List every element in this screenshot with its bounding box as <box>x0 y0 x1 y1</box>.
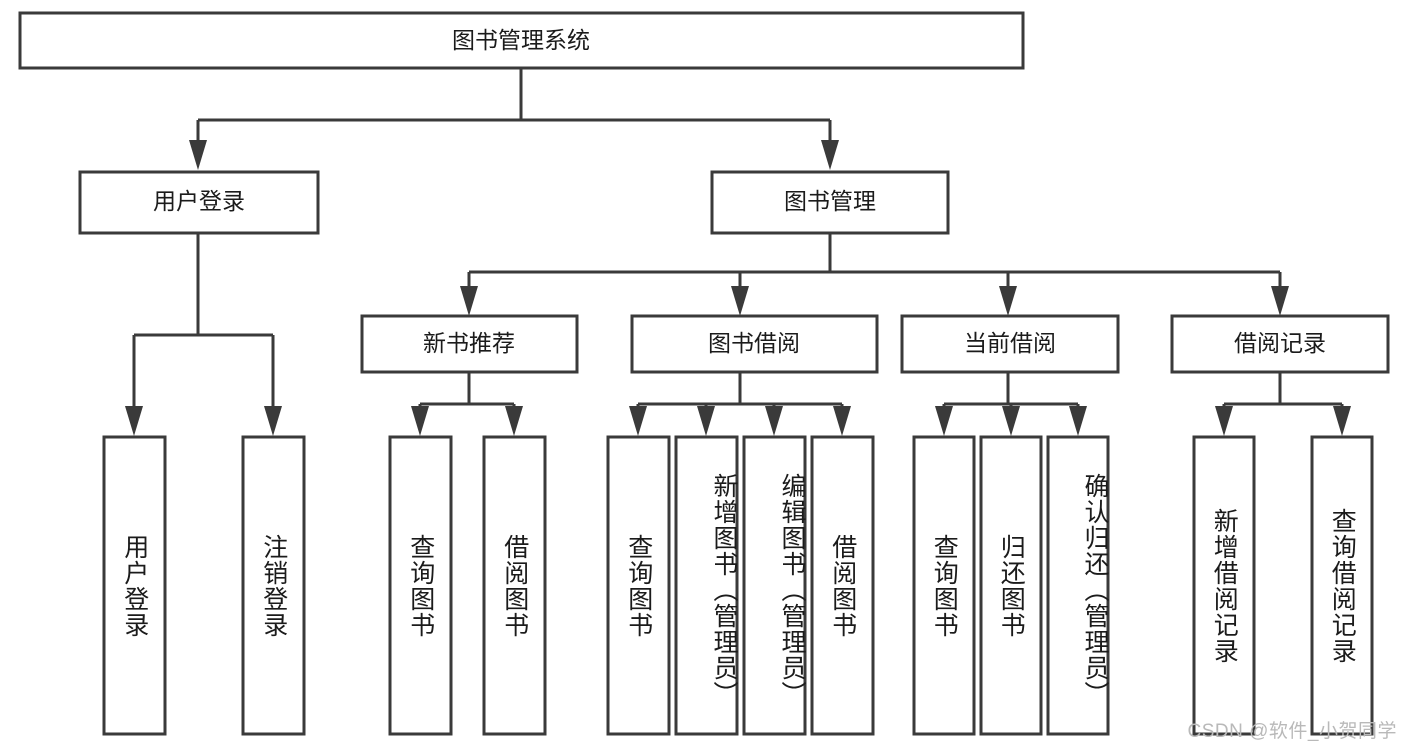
arrow-head-leaf-query-book-3 <box>935 406 953 436</box>
arrow-head-leaf-add-book <box>697 406 715 436</box>
node-current-borrow[interactable]: 当前借阅 <box>900 314 1120 374</box>
node-label-book-management: 图书管理 <box>784 188 876 214</box>
node-user-login[interactable]: 用户登录 <box>78 170 320 235</box>
leaf-box-borrow-book-2[interactable] <box>810 435 875 736</box>
node-book-borrow[interactable]: 图书借阅 <box>630 314 879 374</box>
leaf-box-user-login[interactable] <box>102 435 167 736</box>
leaf-box-query-book-2[interactable] <box>606 435 671 736</box>
node-box-root[interactable] <box>18 11 1025 70</box>
leaf-label-confirm-return: 确认归还（管理员） <box>1081 472 1109 707</box>
connector-group-new-book-recommend <box>411 372 523 436</box>
leaf-box-logout-login[interactable] <box>241 435 306 736</box>
arrow-head-leaf-add-record <box>1215 406 1233 436</box>
leaf-label-user-login: 用户登录 <box>120 533 149 638</box>
leaf-label-logout-login: 注销登录 <box>259 533 288 638</box>
arrow-head-leaf-logout-login <box>264 406 282 436</box>
leaf-label-query-book-2: 查询图书 <box>624 533 653 638</box>
arrow-head-leaf-query-book-2 <box>629 406 647 436</box>
leaf-box-query-record[interactable] <box>1310 435 1374 736</box>
arrow-head-leaf-edit-book <box>765 406 783 436</box>
connector-group-root <box>189 68 839 170</box>
arrow-head-leaf-query-record <box>1333 406 1351 436</box>
leaf-boxes-group <box>102 435 1374 736</box>
connector-group-current-borrow <box>935 372 1087 436</box>
arrow-head-user-login <box>189 140 207 170</box>
node-new-book-recommend[interactable]: 新书推荐 <box>360 314 579 374</box>
leaf-label-query-record: 查询借阅记录 <box>1328 507 1357 664</box>
leaf-box-confirm-return[interactable] <box>1046 435 1110 736</box>
node-box-borrow-record[interactable] <box>1170 314 1390 374</box>
node-root-title[interactable]: 图书管理系统 <box>18 11 1025 70</box>
leaf-label-query-book-3: 查询图书 <box>930 533 959 638</box>
node-box-user-login[interactable] <box>78 170 320 235</box>
node-box-new-book-recommend[interactable] <box>360 314 579 374</box>
leaf-box-query-book-3[interactable] <box>912 435 976 736</box>
arrow-head-book-borrow <box>731 286 749 316</box>
node-label-borrow-record: 借阅记录 <box>1234 330 1326 356</box>
leaf-label-edit-book: 编辑图书（管理员） <box>778 472 806 707</box>
arrow-head-leaf-confirm-return <box>1069 406 1087 436</box>
arrow-head-leaf-user-login <box>125 406 143 436</box>
node-borrow-record[interactable]: 借阅记录 <box>1170 314 1390 374</box>
node-label-root: 图书管理系统 <box>452 27 590 53</box>
leaf-box-edit-book[interactable] <box>742 435 807 736</box>
leaf-label-borrow-book-2: 借阅图书 <box>828 533 857 638</box>
connector-group-borrow-record <box>1215 372 1351 436</box>
connector-group-book-management <box>460 233 1289 316</box>
leaf-box-query-book-1[interactable] <box>388 435 453 736</box>
arrow-head-leaf-return-book <box>1002 406 1020 436</box>
leaf-label-query-book-1: 查询图书 <box>406 533 435 638</box>
node-label-current-borrow: 当前借阅 <box>964 330 1056 356</box>
arrow-head-leaf-borrow-book-2 <box>833 406 851 436</box>
arrow-head-current-borrow <box>999 286 1017 316</box>
csdn-watermark: CSDN @软件_小贺同学 <box>1187 721 1397 742</box>
leaf-box-borrow-book-1[interactable] <box>482 435 547 736</box>
node-book-management[interactable]: 图书管理 <box>710 170 950 235</box>
arrow-head-leaf-borrow-book-1 <box>505 406 523 436</box>
leaf-label-add-record: 新增借阅记录 <box>1210 507 1239 664</box>
node-box-book-management[interactable] <box>710 170 950 235</box>
connector-group-user-login <box>125 233 282 436</box>
leaf-label-borrow-book-1: 借阅图书 <box>500 533 529 638</box>
node-label-new-book-recommend: 新书推荐 <box>423 330 515 356</box>
leaf-label-add-book: 新增图书（管理员） <box>710 472 738 707</box>
leaf-box-add-record[interactable] <box>1192 435 1256 736</box>
leaf-box-return-book[interactable] <box>979 435 1043 736</box>
node-box-current-borrow[interactable] <box>900 314 1120 374</box>
arrow-head-borrow-record <box>1271 286 1289 316</box>
arrow-head-book-management <box>821 140 839 170</box>
node-label-user-login: 用户登录 <box>153 188 245 214</box>
connector-group-book-borrow <box>629 372 851 436</box>
leaf-label-return-book: 归还图书 <box>997 533 1026 638</box>
node-label-book-borrow: 图书借阅 <box>708 330 800 356</box>
arrow-head-leaf-query-book-1 <box>411 406 429 436</box>
arrow-head-new-book-recommend <box>460 286 478 316</box>
node-box-book-borrow[interactable] <box>630 314 879 374</box>
leaf-box-add-book[interactable] <box>674 435 739 736</box>
